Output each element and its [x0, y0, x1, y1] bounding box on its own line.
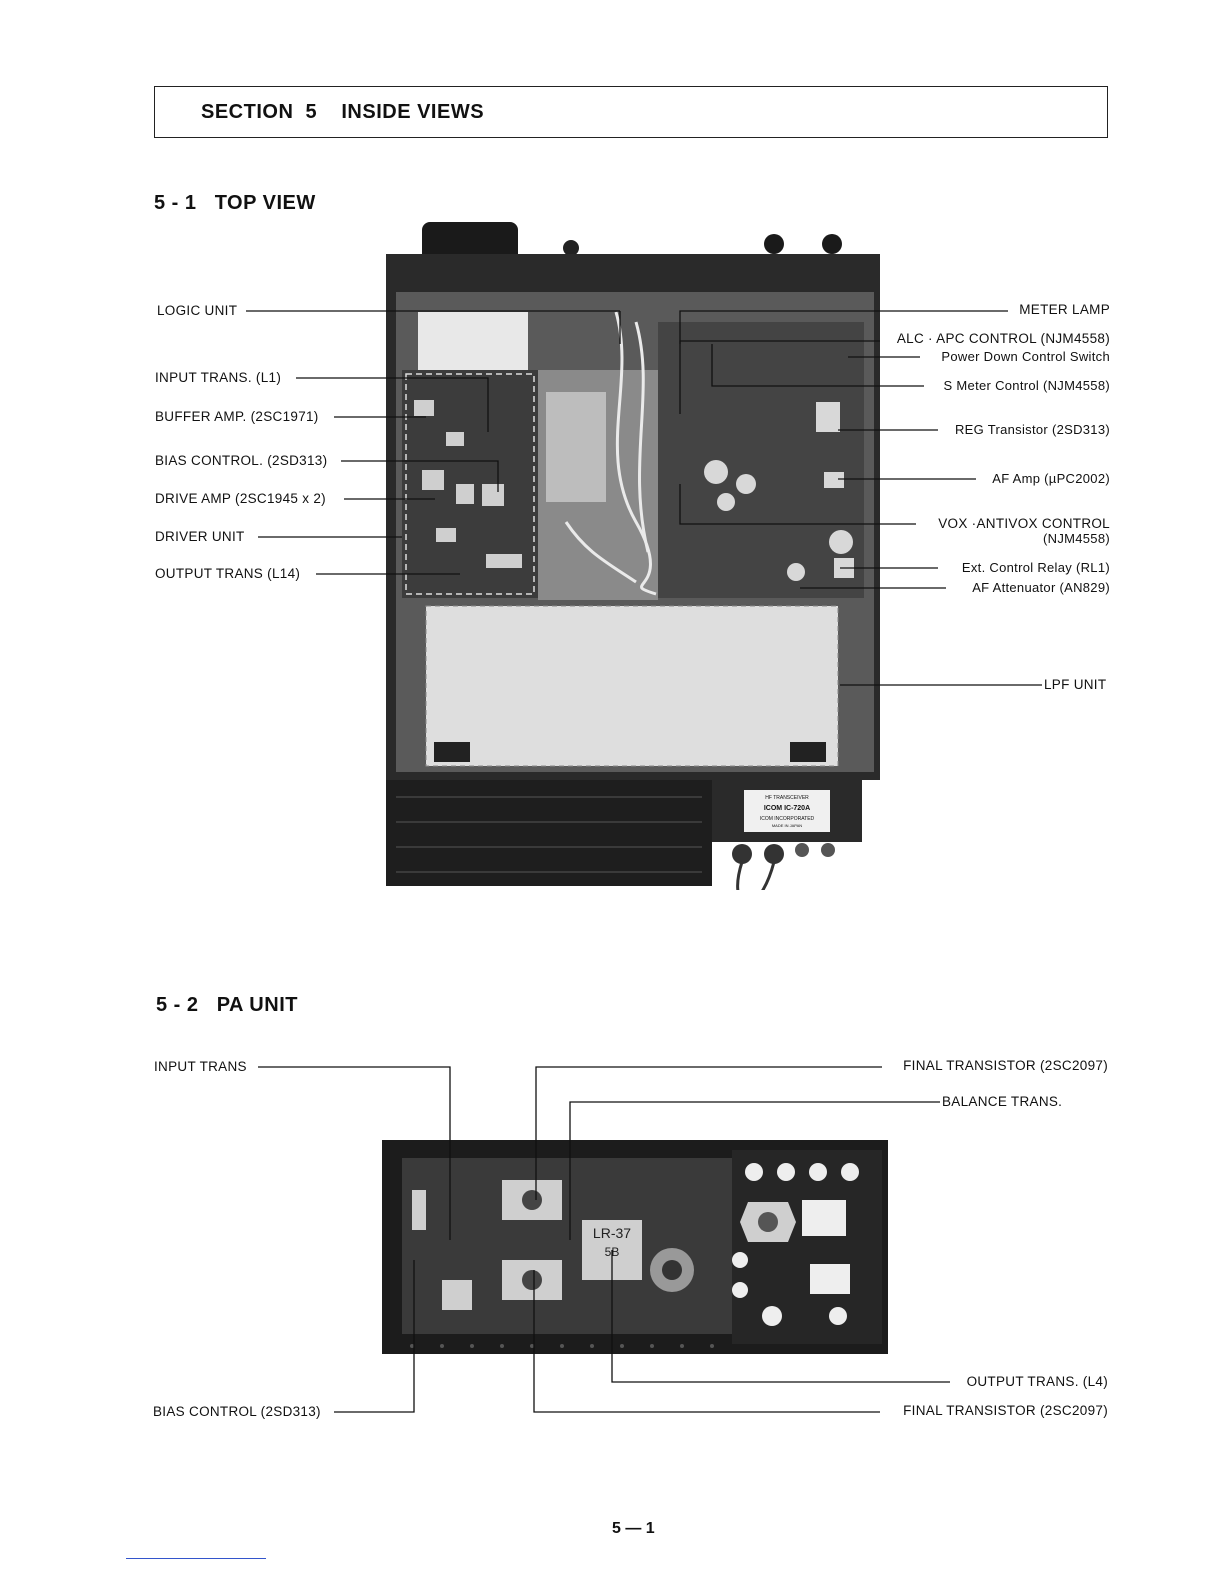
- label-ext-control-relay: Ext. Control Relay (RL1): [961, 560, 1110, 575]
- label-drive-amp: DRIVE AMP (2SC1945 x 2): [155, 491, 326, 506]
- footer-rule: [126, 1558, 266, 1559]
- label-output-trans-l14: OUTPUT TRANS (L14): [155, 566, 301, 581]
- label-driver-unit: DRIVER UNIT: [155, 529, 245, 544]
- top-view-photo: HF TRANSCEIVER ICOM IC-720A ICOM INCORPO…: [386, 222, 880, 890]
- label-balance-trans: BALANCE TRANS.: [942, 1094, 1063, 1109]
- label-alc-apc-control: ALC · APC CONTROL (NJM4558): [896, 331, 1110, 346]
- label-af-attenuator: AF Attenuator (AN829): [972, 580, 1110, 595]
- nameplate-line-3: ICOM INCORPORATED: [760, 816, 815, 822]
- label-s-meter-control: S Meter Control (NJM4558): [943, 378, 1110, 393]
- nameplate-line-4: MADE IN JAPAN: [772, 823, 802, 828]
- pa-unit-heading: 5 - 2 PA UNIT: [156, 994, 298, 1016]
- label-power-down-switch: Power Down Control Switch: [941, 349, 1110, 364]
- label-reg-transistor: REG Transistor (2SD313): [954, 422, 1110, 437]
- pa-unit-photo: LR-37 5B: [382, 1140, 888, 1354]
- nameplate-line-1: HF TRANSCEIVER: [765, 795, 809, 801]
- label-buffer-amp: BUFFER AMP. (2SC1971): [155, 409, 319, 424]
- label-meter-lamp: METER LAMP: [1019, 302, 1110, 317]
- label-pa-bias-control: BIAS CONTROL (2SD313): [153, 1404, 321, 1419]
- label-af-amp: AF Amp (µPC2002): [992, 471, 1110, 486]
- label-final-transistor-top: FINAL TRANSISTOR (2SC2097): [903, 1058, 1108, 1073]
- label-lpf-unit: LPF UNIT: [1044, 677, 1107, 692]
- section-header-box: SECTION 5 INSIDE VIEWS: [154, 86, 1108, 138]
- nameplate-model: ICOM IC-720A: [764, 805, 810, 812]
- label-bias-control: BIAS CONTROL. (2SD313): [155, 453, 328, 468]
- board-marking-lr37: LR-37: [593, 1225, 631, 1241]
- board-marking-5b: 5B: [605, 1245, 620, 1259]
- page-number: 5 — 1: [612, 1520, 655, 1537]
- label-logic-unit: LOGIC UNIT: [157, 303, 238, 318]
- label-vox-part-number: (NJM4558): [1043, 531, 1110, 546]
- section-title: SECTION 5 INSIDE VIEWS: [201, 101, 485, 123]
- top-view-heading: 5 - 1 TOP VIEW: [154, 192, 316, 214]
- label-vox-antivox-control: VOX ·ANTIVOX CONTROL: [938, 516, 1110, 531]
- label-final-transistor-bottom: FINAL TRANSISTOR (2SC2097): [903, 1403, 1108, 1418]
- label-pa-input-trans: INPUT TRANS: [154, 1059, 247, 1074]
- label-input-trans-l1: INPUT TRANS. (L1): [155, 370, 282, 385]
- label-output-trans-l4: OUTPUT TRANS. (L4): [966, 1374, 1108, 1389]
